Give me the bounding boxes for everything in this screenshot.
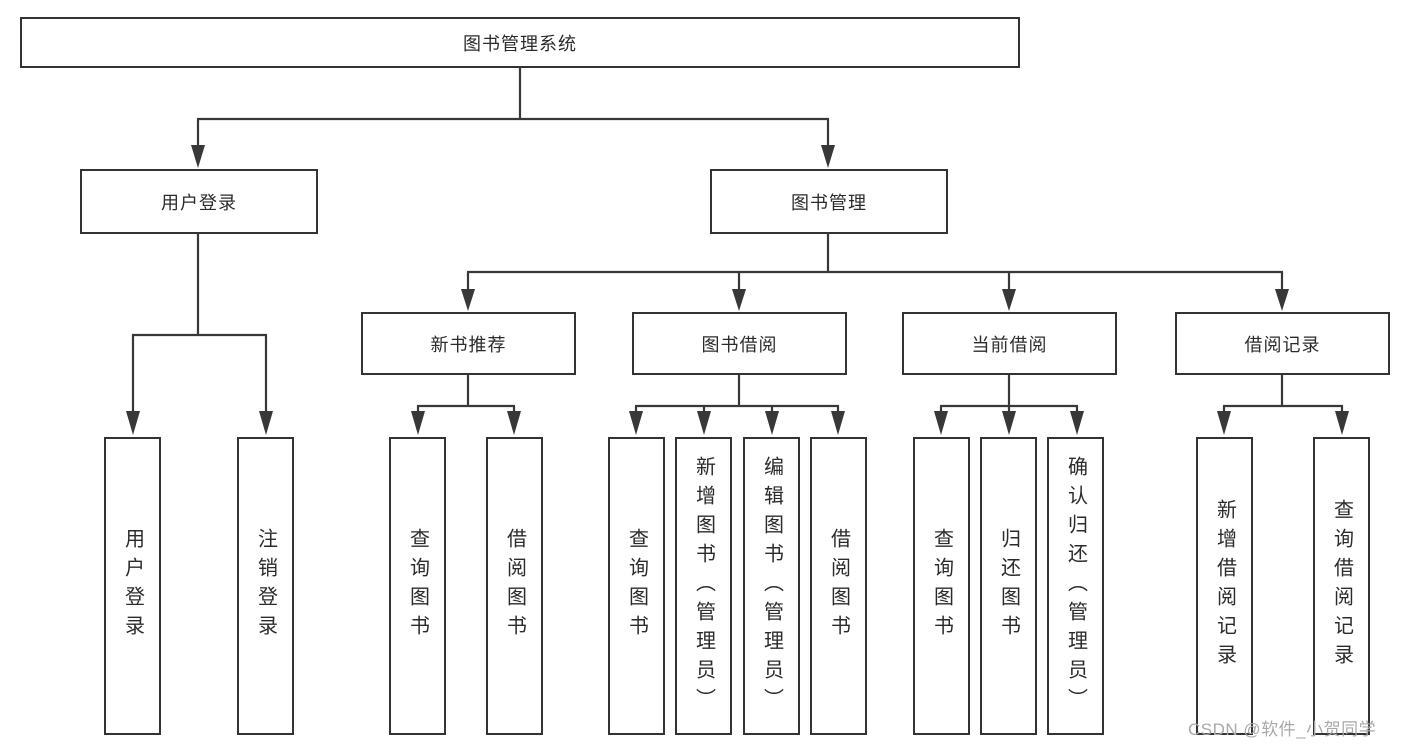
leaf-confirm-return-admin: 确认归还（管理员） xyxy=(1047,437,1104,735)
leaf-borrow-books-borrowing: 借阅图书 xyxy=(810,437,867,735)
leaf-logout: 注销登录 xyxy=(237,437,294,735)
node-user-login: 用户登录 xyxy=(80,169,318,234)
node-book-management: 图书管理 xyxy=(710,169,948,234)
leaf-edit-book-admin: 编辑图书（管理员） xyxy=(743,437,800,735)
leaf-query-borrow-record: 查询借阅记录 xyxy=(1313,437,1370,735)
leaf-query-books-current: 查询图书 xyxy=(913,437,970,735)
leaf-return-books: 归还图书 xyxy=(980,437,1037,735)
leaf-borrow-books-recommend: 借阅图书 xyxy=(486,437,543,735)
leaf-add-book-admin: 新增图书（管理员） xyxy=(675,437,732,735)
node-book-borrowing: 图书借阅 xyxy=(632,312,847,375)
leaf-query-books-recommend: 查询图书 xyxy=(389,437,446,735)
node-current-borrowing: 当前借阅 xyxy=(902,312,1117,375)
node-library-system: 图书管理系统 xyxy=(20,17,1020,68)
node-borrowing-records: 借阅记录 xyxy=(1175,312,1390,375)
arrowheads xyxy=(126,145,1349,435)
leaf-add-borrow-record: 新增借阅记录 xyxy=(1196,437,1253,735)
leaf-user-login: 用户登录 xyxy=(104,437,161,735)
node-new-book-recommend: 新书推荐 xyxy=(361,312,576,375)
leaf-query-books-borrowing: 查询图书 xyxy=(608,437,665,735)
watermark: CSDN @软件_小贺同学 xyxy=(1188,720,1377,739)
